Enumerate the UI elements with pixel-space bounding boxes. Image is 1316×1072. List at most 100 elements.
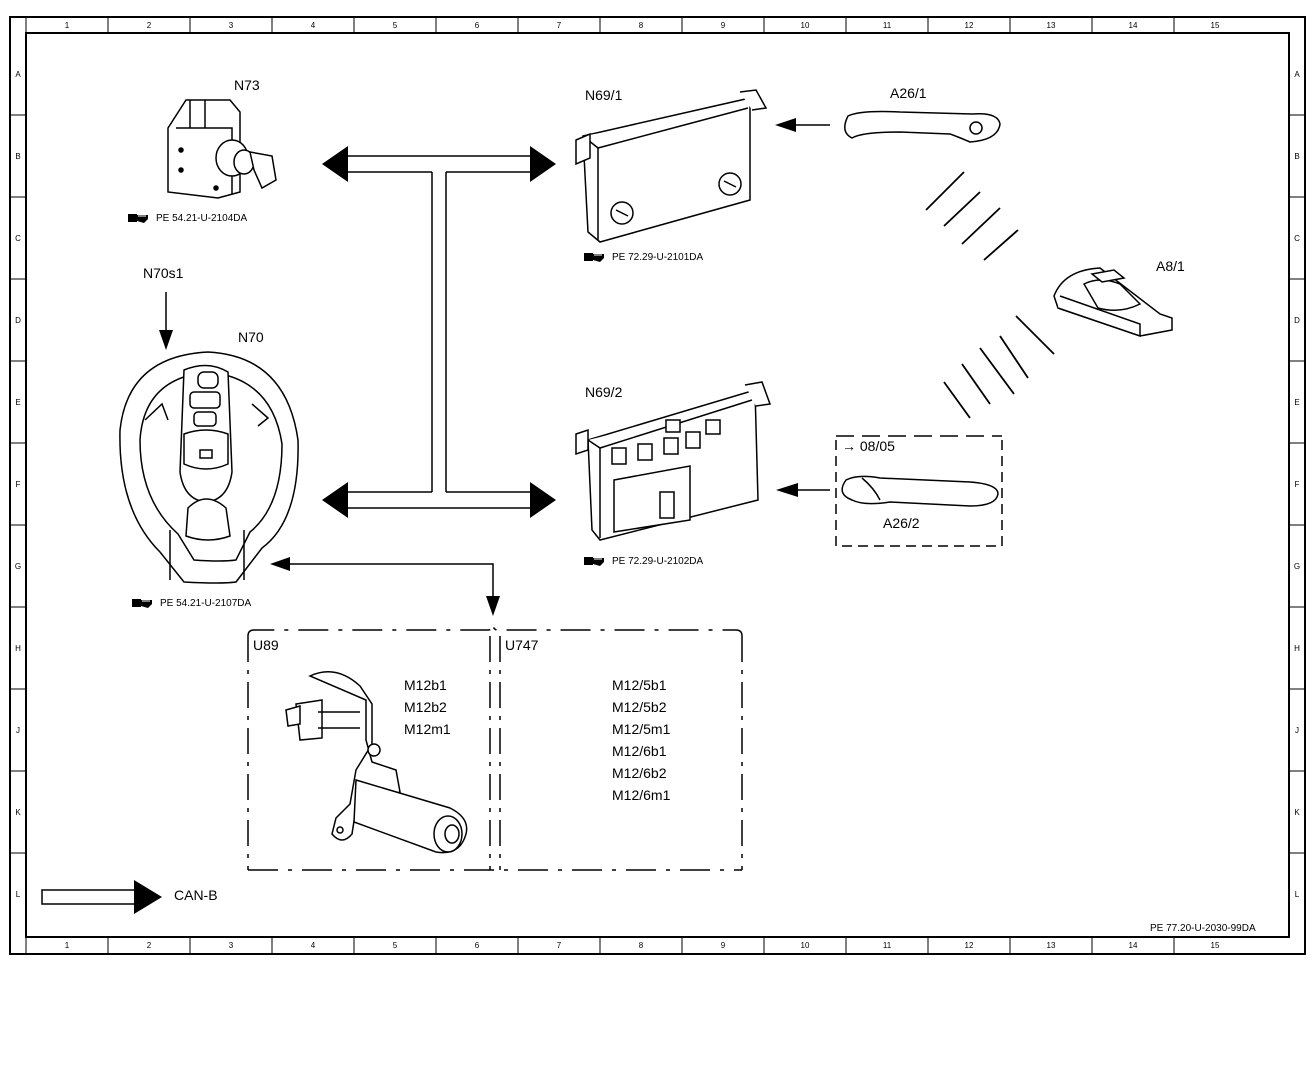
book-ref-icon [583, 252, 605, 263]
grid-row-label: L [16, 890, 21, 899]
book-ref-icon [583, 556, 605, 567]
legend-label: CAN-B [174, 887, 218, 903]
grid-column-label: 6 [475, 21, 480, 30]
control-module-icon [575, 381, 772, 541]
n69-2-label: N69/2 [585, 384, 623, 400]
ignition-lock-icon [167, 99, 277, 199]
grid-column-label: 3 [229, 21, 234, 30]
grid-row-label: E [1294, 398, 1299, 407]
n73-label: N73 [234, 77, 260, 93]
grid-column-label: 15 [1211, 21, 1220, 30]
grid-row-label: A [15, 70, 21, 79]
grid-row-label: D [1294, 316, 1300, 325]
grid-column-label: 6 [475, 941, 480, 950]
overhead-panel-icon [119, 351, 299, 584]
grid-column-label: 11 [883, 21, 892, 30]
a26-2-note: → 08/05 [842, 438, 895, 454]
grid-column-label: 8 [639, 941, 644, 950]
grid-column-label: 1 [65, 21, 70, 30]
grid-row-label: F [16, 480, 21, 489]
a26-1-door-handle: A26/1 [775, 85, 1001, 143]
u747-title: U747 [505, 637, 539, 653]
u747-item: M12/6m1 [612, 787, 671, 803]
n70-to-window-motors-link [270, 557, 500, 616]
grid-column-label: 2 [147, 21, 152, 30]
grid-row-label: K [1294, 808, 1300, 817]
grid-row-label: J [1295, 726, 1299, 735]
a26-2-label: A26/2 [883, 515, 920, 531]
u89-item: M12b1 [404, 677, 447, 693]
book-ref-icon [127, 213, 149, 224]
grid-row-label: H [15, 644, 21, 653]
u747-item: M12/5b1 [612, 677, 667, 693]
grid-column-label: 1 [65, 941, 70, 950]
grid-column-label: 9 [721, 941, 726, 950]
grid-column-label: 13 [1047, 21, 1056, 30]
n69-2-ref: PE 72.29-U-2102DA [612, 556, 703, 567]
grid-column-label: 4 [311, 21, 316, 30]
grid-column-label: 11 [883, 941, 892, 950]
n70-label: N70 [238, 329, 264, 345]
grid-row-label: B [15, 152, 20, 161]
grid-column-label: 7 [557, 941, 562, 950]
a8-1-label: A8/1 [1156, 258, 1185, 274]
n73-ref: PE 54.21-U-2104DA [156, 213, 247, 224]
can-b-bus [345, 155, 534, 509]
grid-column-label: 14 [1129, 21, 1138, 30]
n73-ignition-lock: N73 PE 54.21-U-2104DA [127, 77, 277, 224]
grid-column-label: 7 [557, 21, 562, 30]
book-ref-icon [131, 598, 153, 609]
a26-1-label: A26/1 [890, 85, 927, 101]
u89-item: M12m1 [404, 721, 451, 737]
n69-1-ref: PE 72.29-U-2101DA [612, 252, 703, 263]
control-module-icon [575, 89, 768, 243]
u747-item: M12/6b1 [612, 743, 667, 759]
grid-row-label: E [15, 398, 20, 407]
grid-column-label: 8 [639, 21, 644, 30]
grid-row-label: D [15, 316, 21, 325]
grid-row-label: L [1295, 890, 1300, 899]
grid-row-label: G [1294, 562, 1300, 571]
grid-column-label: 10 [801, 941, 810, 950]
n69-1-door-control: N69/1 PE 72.29-U-2101DA [575, 87, 768, 263]
u747-item: M12/5b2 [612, 699, 667, 715]
group-u89: U89 M12b1 M12b2 M12m1 [253, 637, 468, 854]
grid-row-label: K [15, 808, 21, 817]
grid-column-label: 10 [801, 21, 810, 30]
grid-column-label: 2 [147, 941, 152, 950]
grid-column-label: 9 [721, 21, 726, 30]
grid-column-label: 12 [965, 941, 974, 950]
legend-can-b: CAN-B [41, 880, 218, 914]
door-handle-icon [841, 475, 999, 507]
n69-1-label: N69/1 [585, 87, 623, 103]
door-handle-icon [844, 110, 1001, 143]
group-u747: U747 M12/5b1 M12/5b2 M12/5m1 M12/6b1 M12… [505, 637, 671, 803]
u89-title: U89 [253, 637, 279, 653]
frame [9, 16, 1306, 955]
signal-waves [925, 171, 1055, 419]
u747-item: M12/6b2 [612, 765, 667, 781]
grid-column-label: 14 [1129, 941, 1138, 950]
bus-arrowheads [322, 146, 556, 518]
grid-column-label: 12 [965, 21, 974, 30]
remote-key-icon [1053, 267, 1173, 338]
grid-row-label: C [15, 234, 21, 243]
u89-item: M12b2 [404, 699, 447, 715]
u747-item: M12/5m1 [612, 721, 671, 737]
window-motor-groups [247, 623, 743, 871]
a8-1-transmitter: A8/1 [925, 171, 1185, 419]
grid-row-label: F [1295, 480, 1300, 489]
grid-column-label: 5 [393, 21, 398, 30]
n70-overhead-panel: N70s1 N70 PE 54.21-U-2107DA [119, 265, 299, 609]
grid-column-label: 4 [311, 941, 316, 950]
n70-ref: PE 54.21-U-2107DA [160, 598, 251, 609]
grid-column-label: 5 [393, 941, 398, 950]
grid-row-label: B [1294, 152, 1299, 161]
grid-row-label: J [16, 726, 20, 735]
grid-row-label: A [1294, 70, 1300, 79]
n69-2-door-control: N69/2 PE 72.29-U-2102DA [575, 381, 772, 567]
